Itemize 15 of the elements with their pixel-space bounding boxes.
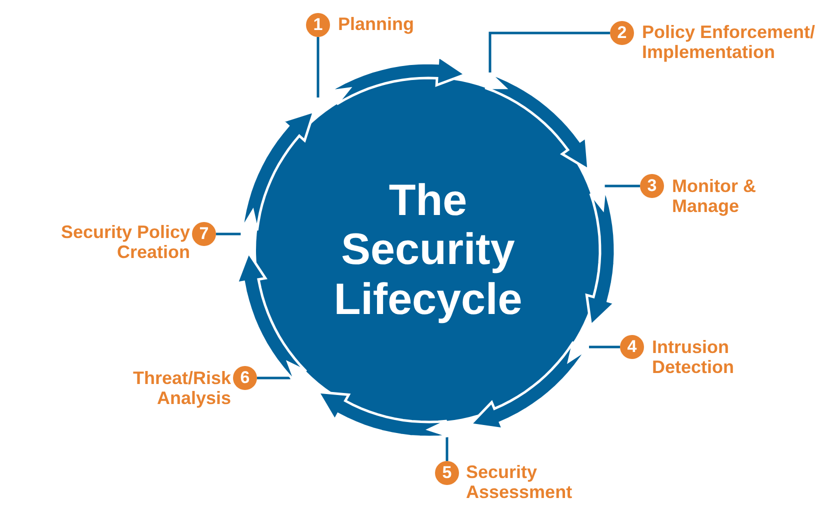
phase-label: Policy Enforcement/ Implementation — [642, 22, 816, 62]
step-number-badge: 2 — [610, 21, 634, 45]
step-number-badge: 3 — [640, 174, 664, 198]
phase-label: Threat/Risk Analysis — [132, 368, 231, 408]
leader-line — [216, 232, 241, 236]
phase-label: Security Policy Creation — [60, 222, 190, 262]
phase-label: Monitor & Manage — [672, 176, 757, 216]
step-number-badge: 1 — [306, 13, 330, 37]
phase-label: Intrusion Detection — [652, 337, 736, 377]
leader-line — [446, 437, 448, 461]
phase-label: Security Assessment — [466, 462, 574, 502]
step-number-badge: 4 — [620, 335, 644, 359]
phase-label: Planning — [338, 14, 415, 34]
step-number-badge: 7 — [192, 222, 216, 246]
step-number-badge: 5 — [435, 461, 459, 485]
